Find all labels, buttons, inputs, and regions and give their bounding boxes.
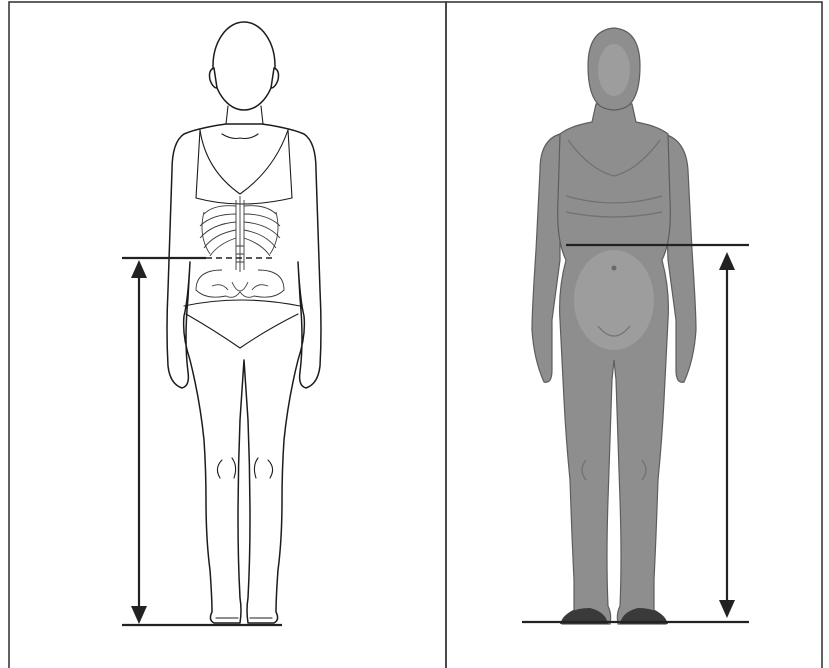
scan-left-arm bbox=[532, 134, 560, 382]
scan-figure bbox=[532, 28, 696, 624]
scan-navel bbox=[612, 266, 617, 271]
scan-face-highlight bbox=[598, 44, 630, 96]
scan-abdomen-highlight bbox=[574, 250, 654, 350]
line-drawing-figure bbox=[167, 22, 321, 623]
left-arrowhead-up bbox=[131, 260, 147, 278]
right-arrowhead-up bbox=[719, 252, 735, 270]
right-arrowhead-down bbox=[719, 600, 735, 618]
left-arrowhead-down bbox=[131, 606, 147, 624]
body-outline bbox=[167, 124, 321, 623]
head-outline bbox=[213, 22, 275, 110]
scan-body bbox=[558, 104, 671, 624]
